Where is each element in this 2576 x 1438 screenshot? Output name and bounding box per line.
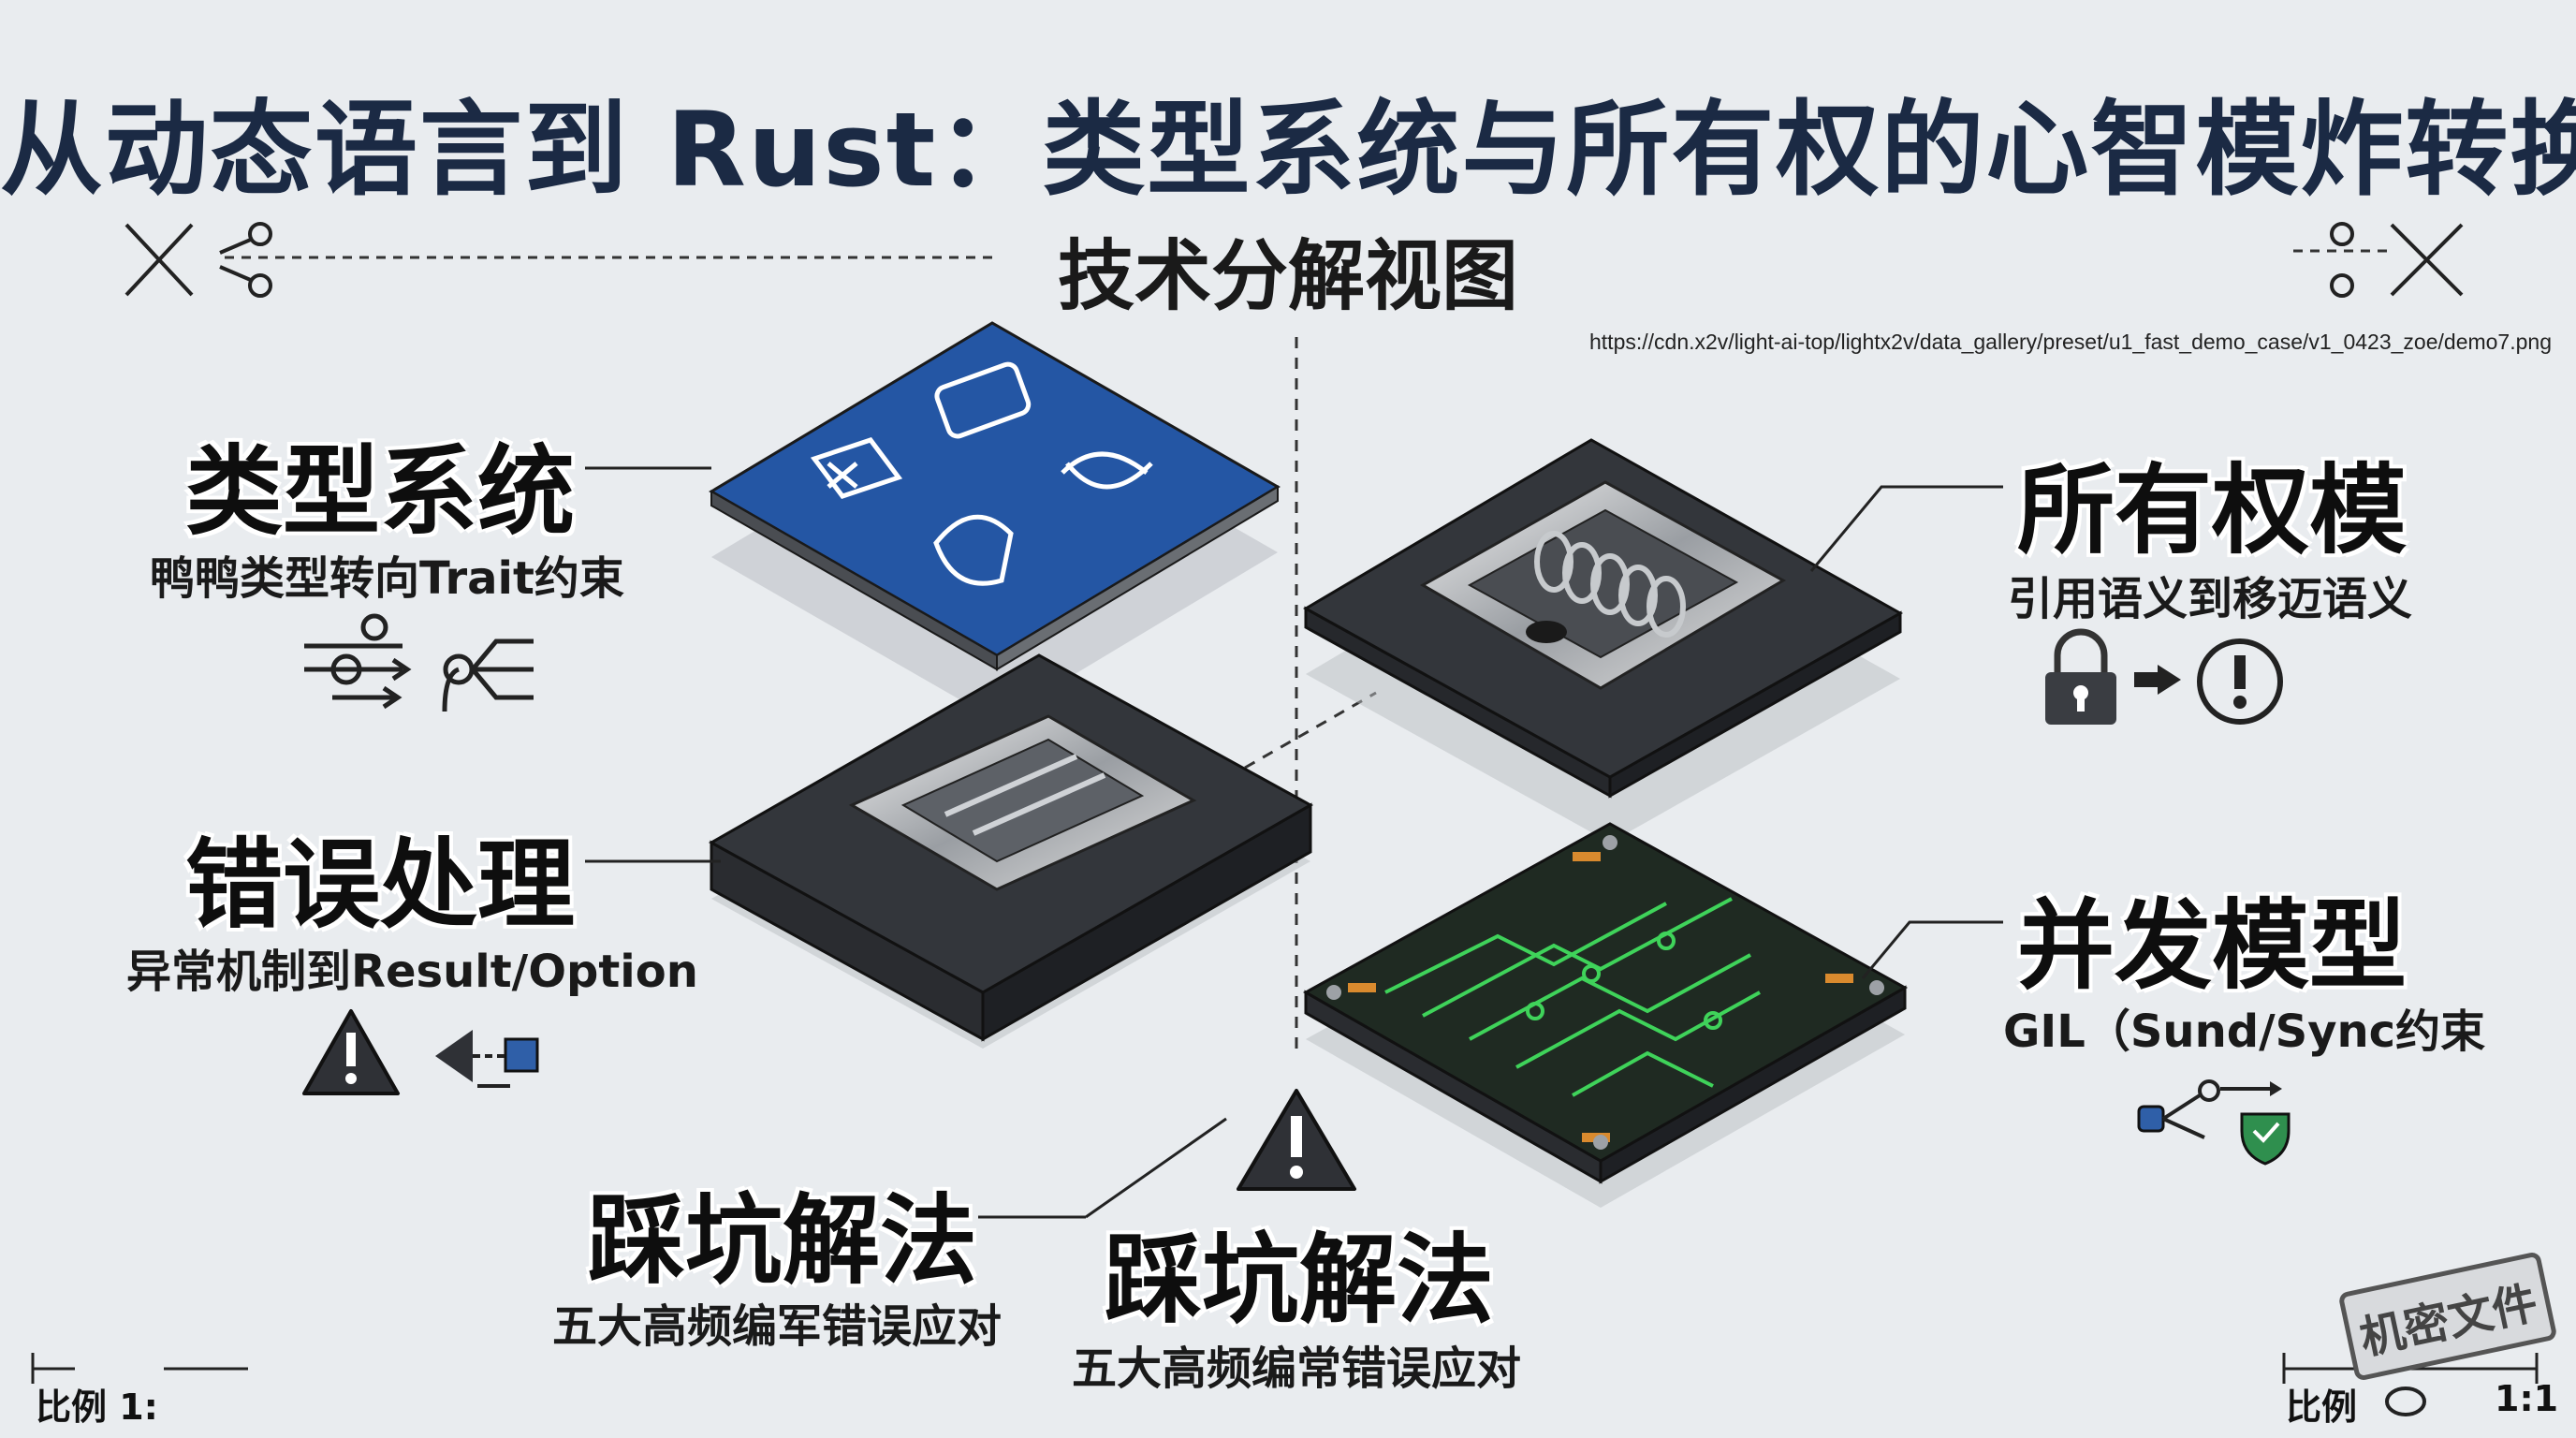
concurrency-tile [1302,822,1909,1208]
leader-ownership [1809,485,2003,572]
scale-right-label: 比例 [2286,1387,2358,1428]
branch-icon [442,638,534,712]
section-type-system-desc: 鸭鸭类型转向Trait约束 [150,552,624,605]
scale-right-value: 1:1 [2495,1378,2559,1419]
scissors-icon [124,222,272,298]
section-pitfalls-left-desc: 五大高频编军错误应对 [552,1300,1003,1353]
section-pitfalls-center-desc: 五大高频编常错误应对 [1072,1343,1522,1395]
leader-concurrency [1861,920,2003,979]
scale-bar-left [31,1353,248,1384]
share-icon [2137,1079,2282,1139]
section-pitfalls-left-title: 踩坑解法 [588,1183,978,1298]
scale-left-label: 比例 1: [36,1387,158,1428]
type-system-tile [709,321,1281,721]
center-warning-icon [1237,1089,1356,1191]
section-concurrency-desc: GIL（Sund/Sync约束 [2003,1005,2486,1058]
page-title: 从动态语言到 Rust：类型系统与所有权的心智模炸转换 [0,90,2576,210]
section-ownership-title: 所有权模 [2017,453,2408,567]
section-ownership-desc: 引用语义到移迈语义 [2008,573,2413,625]
scale-circle [2385,1387,2426,1416]
shield-icon [2240,1112,2291,1166]
warning-icon [302,1009,400,1095]
source-url: https://cdn.x2v/light-ai-top/lightx2v/da… [1589,330,2552,354]
section-concurrency-title: 并发模型 [2017,888,2408,1003]
section-pitfalls-center-title: 踩坑解法 [1105,1223,1495,1337]
arrow-right-icon [2134,665,2181,695]
arrow-left-icon [435,1030,539,1088]
error-handling-tile [708,653,1314,1049]
lock-icon [2045,628,2116,725]
connector-dashed [1244,691,1377,770]
section-error-handling-title: 错误处理 [185,828,576,942]
section-error-handling-desc: 异常机制到Result/Option [126,946,698,998]
section-type-system-title: 类型系统 [185,434,576,549]
scissors-icon-right [2330,222,2464,298]
ownership-tile [1302,438,1904,843]
page-subtitle: 技术分解视图 [1057,232,1518,321]
exclamation-icon [2197,638,2283,725]
leader-pitfalls-diag [1085,1117,1227,1219]
slider-icon [304,613,412,710]
